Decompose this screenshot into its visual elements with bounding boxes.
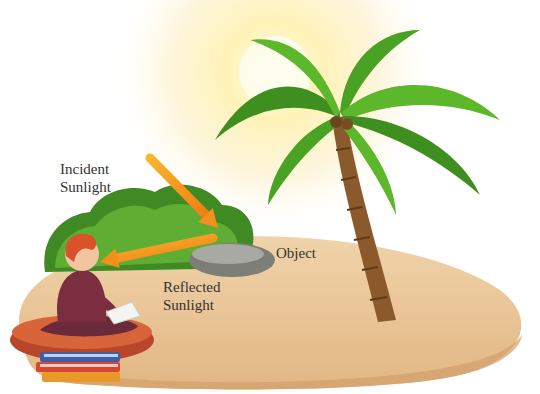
sand-island	[19, 236, 521, 389]
palm-tree	[215, 30, 500, 322]
cushion	[10, 315, 154, 362]
label-text: Incident Sunlight	[60, 160, 140, 196]
incident-arrow	[150, 158, 218, 228]
rock	[189, 243, 275, 277]
label-text: Object	[276, 244, 346, 262]
reflected-arrow	[100, 238, 213, 268]
book-stack	[36, 352, 120, 382]
label-text: Reflected Sunlight	[163, 278, 247, 314]
reading-person	[40, 234, 140, 337]
